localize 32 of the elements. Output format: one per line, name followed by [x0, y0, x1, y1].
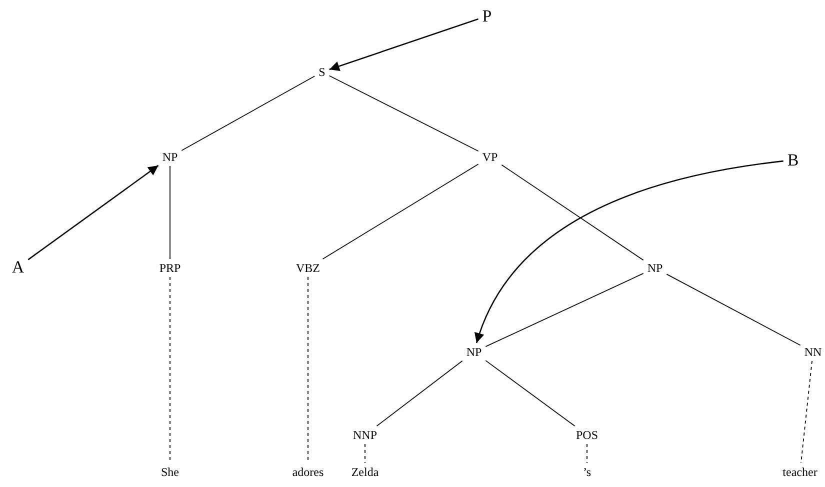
- tree-label: NP: [643, 259, 667, 277]
- arrow: [329, 18, 478, 72]
- tree-label: NNP: [349, 426, 381, 444]
- tree-label: NP: [462, 343, 486, 361]
- tree-label: VBZ: [292, 259, 324, 277]
- tree-branch: [666, 274, 801, 346]
- tree-label: NN: [800, 343, 825, 361]
- tree-label: B: [783, 148, 803, 172]
- tree-label: PRP: [155, 259, 185, 277]
- tree-branch: [322, 164, 479, 260]
- tree-branch: [485, 272, 644, 348]
- dashed-line: [586, 444, 588, 464]
- tree-branch: [501, 164, 644, 261]
- tree-label: P: [478, 4, 496, 28]
- arrow: [28, 164, 159, 260]
- tree-label: adores: [288, 463, 328, 481]
- tree-branch: [485, 360, 576, 426]
- tree-branch: [328, 75, 479, 152]
- tree-label: POS: [572, 426, 602, 444]
- tree-branch: [376, 360, 463, 426]
- tree-label: VP: [478, 148, 502, 166]
- tree-branch: [181, 76, 316, 151]
- dashed-line: [800, 360, 812, 464]
- arrow: [475, 160, 784, 344]
- tree-label: Zelda: [347, 463, 383, 481]
- tree-label: A: [8, 256, 28, 278]
- tree-label: teacher: [778, 463, 822, 481]
- tree-label: S: [314, 63, 330, 81]
- tree-label: ’s: [579, 463, 595, 481]
- dashed-line: [364, 444, 366, 464]
- tree-label: She: [157, 463, 183, 481]
- tree-label: NP: [158, 148, 182, 166]
